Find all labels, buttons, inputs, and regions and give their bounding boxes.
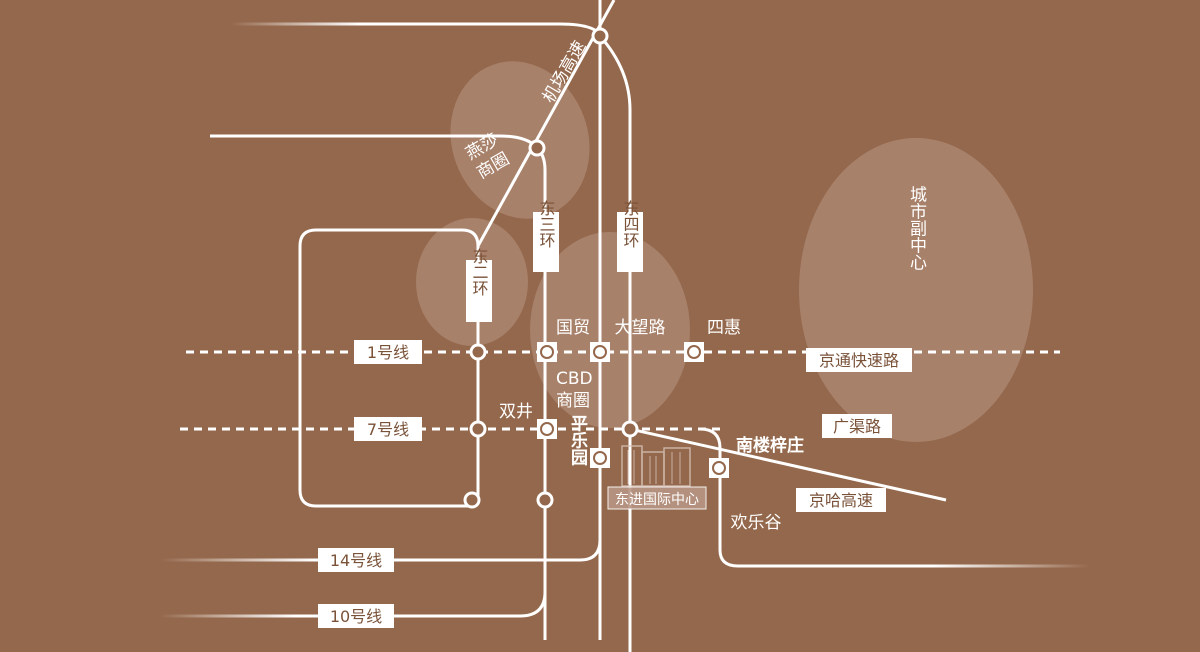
east4-box <box>617 212 643 272</box>
dawanglu-label: 大望路 <box>615 318 666 338</box>
huanlegu-label: 欢乐谷 <box>731 513 782 533</box>
guangqu-box <box>822 414 892 438</box>
sihui-label: 四惠 <box>707 318 741 338</box>
station-guomao <box>537 342 557 362</box>
diagonal-road <box>629 427 947 502</box>
junction-bottom-e2 <box>463 491 481 509</box>
nanlouzizhuang-label: 南楼梓庄 <box>736 435 804 456</box>
east4-label: 东四环 <box>621 200 640 248</box>
line10-label: 10号线 <box>330 607 382 626</box>
line7-loop <box>699 427 1090 568</box>
junction-bottom-e3 <box>536 491 554 509</box>
project-label: 东进国际中心 <box>615 492 699 508</box>
line1-box <box>354 340 422 364</box>
east3-box <box>533 212 559 272</box>
zone-cbd <box>530 232 690 428</box>
airport-expressway <box>476 0 616 247</box>
east2-label: 东二环 <box>470 248 489 296</box>
station-dawanglu <box>590 342 610 362</box>
line10 <box>160 591 547 618</box>
junction-top <box>591 27 609 45</box>
junction-line7-e2 <box>469 420 487 438</box>
guomao-label: 国贸 <box>556 318 590 338</box>
line10-box <box>318 604 394 628</box>
zone-yansha <box>450 61 590 219</box>
guangqu-label: 广渠路 <box>833 417 881 436</box>
station-pingleyuan <box>590 448 610 468</box>
sub-center-label: 城市副中心 <box>906 185 927 270</box>
station-nanlouzizhuang <box>709 458 729 478</box>
junction-yansha <box>528 139 546 157</box>
shuangjing-label: 双井 <box>499 402 533 422</box>
line14 <box>160 539 602 562</box>
station-shuangjing <box>537 419 557 439</box>
jingha-label: 京哈高速 <box>809 491 873 510</box>
station-sihui <box>684 342 704 362</box>
building-icon <box>621 445 691 487</box>
line1-label: 1号线 <box>367 343 409 362</box>
line14-label: 14号线 <box>330 551 382 570</box>
jingha-box <box>796 488 886 512</box>
line14-box <box>318 548 394 572</box>
jingtong-box <box>806 348 912 372</box>
line7-box <box>354 417 422 441</box>
east-4th-ring <box>598 35 632 652</box>
line7-label: 7号线 <box>367 420 409 439</box>
junction-e4-line7 <box>621 420 639 438</box>
zone-sub-center <box>799 138 1033 442</box>
east3-label: 东三环 <box>537 200 556 248</box>
road-top-1 <box>230 22 604 41</box>
east2-box <box>466 260 492 322</box>
pingleyuan-label: 平乐园 <box>567 415 588 467</box>
jingtong-label: 京通快速路 <box>819 351 899 370</box>
project-box <box>607 486 707 510</box>
junction-line1-e2 <box>469 343 487 361</box>
